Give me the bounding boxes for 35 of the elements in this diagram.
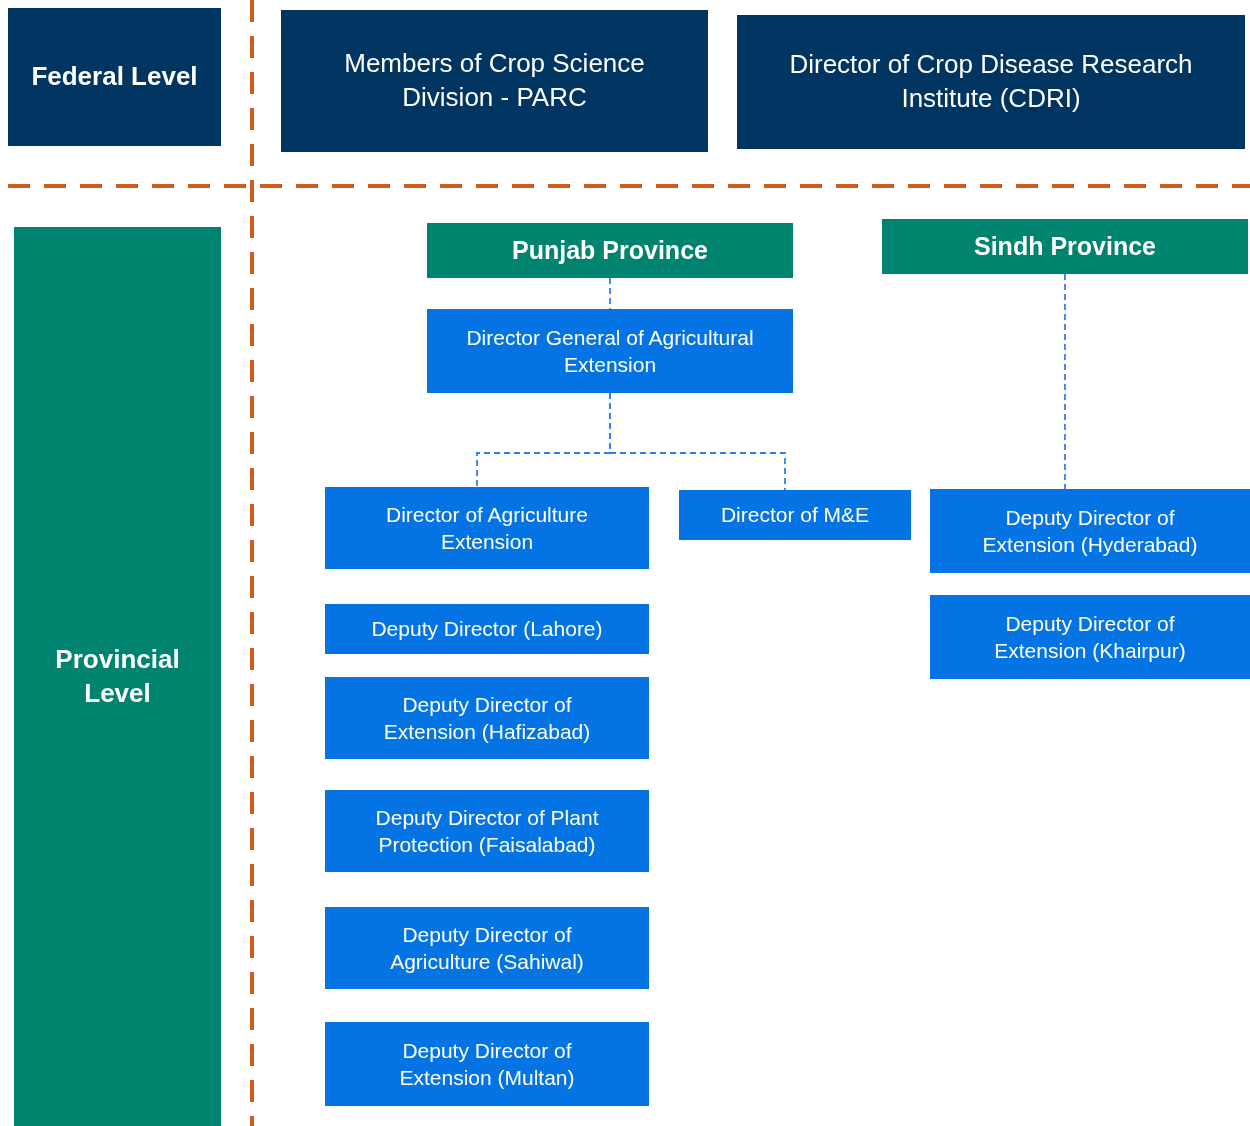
office-box	[325, 790, 649, 872]
office-box	[427, 309, 793, 393]
level-band	[14, 227, 221, 1126]
office-box	[930, 595, 1250, 679]
office-box	[325, 487, 649, 569]
federal-box	[737, 15, 1245, 149]
office-box	[325, 604, 649, 654]
office-box	[325, 907, 649, 989]
node-label: Deputy Director of Extension (Khairpur)	[993, 610, 1187, 664]
node-label: Director General of Agricultural Extension	[465, 324, 755, 378]
node-label: Director of Crop Disease Research Institute (CDRI)	[788, 48, 1194, 115]
office-box	[679, 490, 911, 540]
node-label: Federal Level	[31, 60, 198, 94]
office-box	[325, 1022, 649, 1106]
node-label: Members of Crop Science Division - PARC	[343, 47, 646, 114]
node-label: Deputy Director of Extension (Hyderabad)	[981, 504, 1199, 558]
province-header	[882, 219, 1248, 274]
connector-line	[1064, 273, 1066, 490]
level-box	[8, 8, 221, 146]
node-label: Deputy Director of Extension (Multan)	[398, 1037, 576, 1091]
node-label: Punjab Province	[512, 235, 708, 267]
connector-line	[609, 277, 611, 310]
node-label: Deputy Director of Agriculture (Sahiwal)	[389, 921, 585, 975]
node-label: Deputy Director of Plant Protection (Faisalabad)	[374, 804, 600, 858]
node-label: Director of M&E	[720, 502, 870, 529]
node-label: Deputy Director of Extension (Hafizabad)	[382, 691, 592, 745]
connector-line	[609, 392, 786, 491]
node-label: Sindh Province	[974, 231, 1156, 263]
node-label: Provincial Level	[54, 642, 181, 710]
federal-box	[281, 10, 708, 152]
node-label: Deputy Director (Lahore)	[371, 616, 603, 643]
province-header	[427, 223, 793, 278]
office-box	[325, 677, 649, 759]
node-label: Director of Agriculture Extension	[385, 501, 589, 555]
office-box	[930, 489, 1250, 573]
